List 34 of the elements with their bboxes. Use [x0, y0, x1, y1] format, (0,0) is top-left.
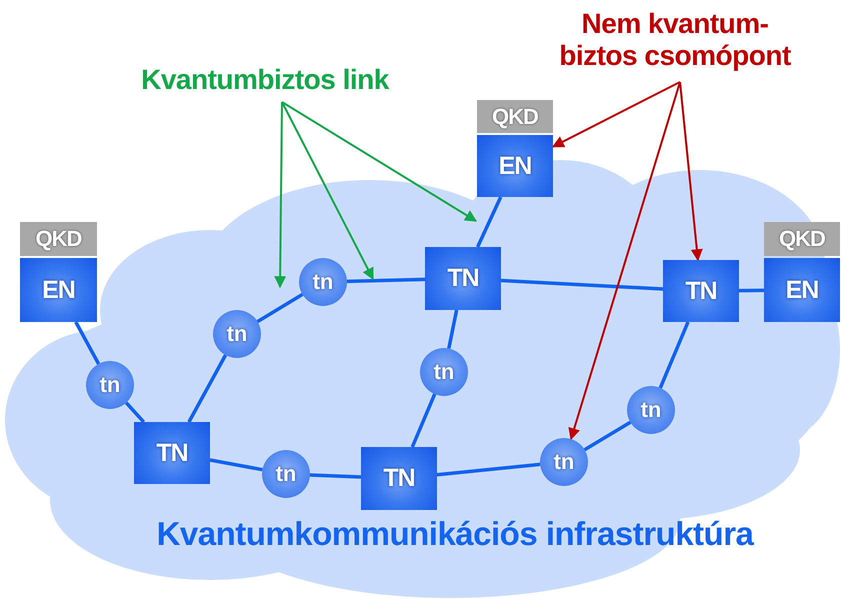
link-line	[584, 420, 632, 452]
link-line	[447, 310, 458, 349]
link-line	[658, 321, 690, 389]
callout-label: Kvantumbiztos link	[110, 64, 420, 96]
pointer-arrow	[281, 101, 478, 222]
trusted-node-box: TN	[361, 447, 437, 510]
pointer-arrow	[274, 102, 286, 288]
end-node-box: EN	[20, 258, 97, 322]
link-line	[74, 321, 100, 365]
pointer-arrow	[679, 82, 703, 262]
link-line	[310, 473, 362, 479]
pointer-arrow	[281, 102, 374, 280]
link-line	[738, 288, 764, 292]
link-line	[210, 458, 263, 472]
end-node-box: EN	[477, 135, 553, 197]
trusted-node-box: TN	[425, 247, 501, 310]
trusted-node-box: TN	[134, 422, 210, 484]
link-line	[124, 402, 145, 424]
infrastructure-title: Kvantumkommunikációs infrastruktúra	[156, 515, 755, 553]
qkd-tag: QKD	[20, 222, 97, 256]
pointer-arrow	[568, 82, 681, 440]
link-line	[476, 196, 502, 248]
link-line	[500, 278, 664, 291]
qkd-tag: QKD	[764, 222, 840, 256]
link-line	[346, 278, 426, 284]
link-line	[436, 462, 540, 476]
pointer-arrow	[552, 81, 680, 148]
link-line	[256, 292, 304, 324]
end-node-box: EN	[764, 258, 840, 322]
qkd-tag: QKD	[477, 100, 553, 133]
callout-label: Nem kvantum- biztos csomópont	[540, 8, 810, 72]
link-line	[187, 354, 228, 423]
trusted-node-box: TN	[663, 260, 739, 322]
link-line	[410, 393, 436, 448]
